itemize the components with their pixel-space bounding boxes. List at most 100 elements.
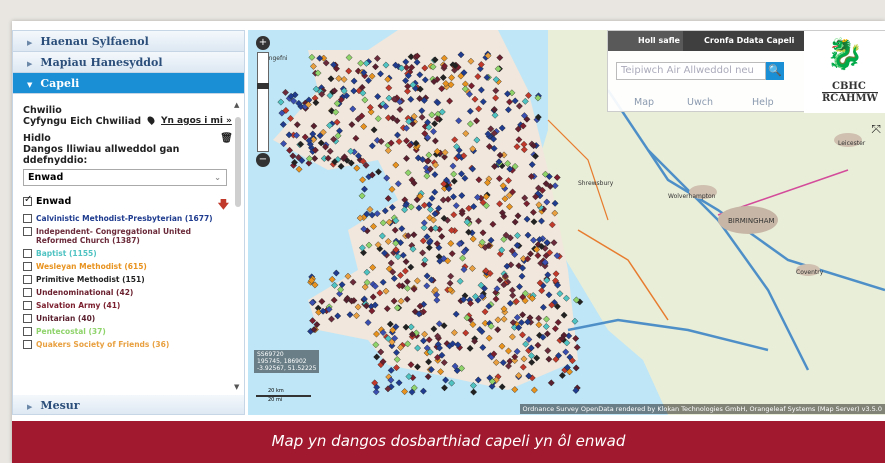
chapel-marker[interactable]: [534, 94, 542, 102]
chapel-marker[interactable]: [391, 334, 399, 342]
chapel-marker[interactable]: [431, 120, 439, 128]
section-chapels[interactable]: ▼Capeli: [13, 73, 244, 94]
chapel-marker[interactable]: [530, 236, 537, 244]
chapel-marker[interactable]: [392, 217, 400, 225]
chapel-marker[interactable]: [389, 114, 397, 122]
chapel-marker[interactable]: [341, 153, 348, 161]
chapel-marker[interactable]: [572, 296, 580, 304]
chapel-marker[interactable]: [406, 141, 414, 149]
zoom-in-button[interactable]: +: [256, 36, 270, 50]
chapel-marker[interactable]: [460, 152, 468, 160]
chapel-marker[interactable]: [499, 359, 507, 367]
chapel-marker[interactable]: [348, 121, 356, 129]
chapel-marker[interactable]: [439, 74, 447, 82]
chapel-marker[interactable]: [368, 72, 376, 80]
chapel-marker[interactable]: [500, 212, 508, 220]
chapel-marker[interactable]: [534, 252, 542, 260]
chapel-marker[interactable]: [347, 159, 355, 167]
legend-checkbox[interactable]: [23, 288, 32, 297]
chapel-marker[interactable]: [467, 299, 474, 307]
chapel-marker[interactable]: [421, 130, 429, 138]
chapel-marker[interactable]: [360, 295, 368, 303]
chapel-marker[interactable]: [450, 329, 458, 337]
chapel-marker[interactable]: [519, 264, 527, 272]
chapel-marker[interactable]: [563, 363, 571, 371]
chapel-marker[interactable]: [547, 379, 555, 387]
chapel-marker[interactable]: [490, 350, 498, 358]
chapel-marker[interactable]: [418, 107, 426, 115]
chapel-marker[interactable]: [514, 125, 522, 133]
chapel-marker[interactable]: [358, 112, 366, 120]
chapel-marker[interactable]: [479, 229, 487, 237]
chapel-marker[interactable]: [426, 205, 434, 213]
legend-item[interactable]: Pentecostal (37): [23, 327, 233, 336]
chapel-marker[interactable]: [384, 147, 392, 155]
chapel-marker[interactable]: [384, 114, 392, 122]
chapel-marker[interactable]: [373, 210, 381, 218]
chapel-marker[interactable]: [397, 343, 405, 351]
chapel-marker[interactable]: [509, 319, 517, 327]
chapel-marker[interactable]: [555, 352, 563, 360]
chapel-marker[interactable]: [490, 129, 498, 137]
chapel-marker[interactable]: [524, 318, 532, 326]
chapel-marker[interactable]: [482, 193, 490, 201]
chapel-marker[interactable]: [402, 58, 410, 66]
chapel-marker[interactable]: [316, 54, 324, 62]
chapel-marker[interactable]: [490, 144, 498, 152]
chapel-marker[interactable]: [389, 268, 397, 276]
chapel-marker[interactable]: [528, 161, 536, 169]
chapel-marker[interactable]: [360, 69, 368, 77]
chapel-marker[interactable]: [320, 54, 328, 62]
chapel-marker[interactable]: [423, 157, 431, 165]
chapel-marker[interactable]: [489, 220, 497, 228]
chapel-marker[interactable]: [541, 262, 549, 270]
chapel-marker[interactable]: [518, 272, 526, 280]
chapel-marker[interactable]: [505, 347, 512, 355]
chapel-marker[interactable]: [457, 51, 465, 59]
chapel-marker[interactable]: [572, 334, 580, 342]
chapel-marker[interactable]: [530, 218, 538, 226]
chapel-marker[interactable]: [527, 344, 535, 352]
chapel-marker[interactable]: [336, 127, 343, 135]
chapel-marker[interactable]: [390, 297, 398, 305]
chapel-marker[interactable]: [490, 105, 498, 113]
chapel-marker[interactable]: [474, 193, 481, 201]
chapel-marker[interactable]: [538, 217, 545, 225]
chapel-marker[interactable]: [404, 340, 412, 348]
chapel-marker[interactable]: [363, 268, 371, 276]
chapel-marker[interactable]: [477, 86, 485, 94]
search-icon[interactable]: 🔍: [766, 62, 784, 80]
chapel-marker[interactable]: [385, 94, 393, 102]
chapel-marker[interactable]: [354, 115, 362, 123]
chapel-marker[interactable]: [401, 388, 409, 396]
tab-chapels-db[interactable]: Cronfa Ddata Capeli: [704, 36, 795, 45]
chapel-marker[interactable]: [340, 75, 348, 83]
chapel-marker[interactable]: [425, 201, 433, 209]
chapel-marker[interactable]: [471, 337, 479, 345]
chapel-marker[interactable]: [479, 343, 487, 351]
chapel-marker[interactable]: [500, 281, 508, 289]
chapel-marker[interactable]: [475, 105, 483, 113]
chapel-marker[interactable]: [511, 386, 519, 394]
chapel-marker[interactable]: [387, 376, 395, 384]
chapel-marker[interactable]: [318, 90, 326, 98]
chapel-marker[interactable]: [474, 73, 482, 81]
chapel-marker[interactable]: [470, 203, 478, 211]
chapel-marker[interactable]: [359, 157, 367, 165]
zoom-out-button[interactable]: −: [256, 153, 270, 167]
chapel-marker[interactable]: [362, 59, 370, 67]
chapel-marker[interactable]: [473, 117, 481, 125]
legend-item[interactable]: Salvation Army (41): [23, 301, 233, 310]
chapel-marker[interactable]: [430, 325, 438, 333]
legend-item[interactable]: Undenominational (42): [23, 288, 233, 297]
chapel-marker[interactable]: [403, 278, 411, 286]
chapel-marker[interactable]: [416, 192, 424, 200]
chapel-marker[interactable]: [314, 69, 322, 77]
chapel-marker[interactable]: [378, 232, 386, 240]
chapel-marker[interactable]: [311, 154, 319, 162]
chapel-marker[interactable]: [310, 326, 318, 334]
chapel-marker[interactable]: [421, 256, 429, 264]
chapel-marker[interactable]: [412, 139, 420, 147]
chapel-marker[interactable]: [305, 96, 313, 104]
chapel-marker[interactable]: [384, 335, 392, 343]
